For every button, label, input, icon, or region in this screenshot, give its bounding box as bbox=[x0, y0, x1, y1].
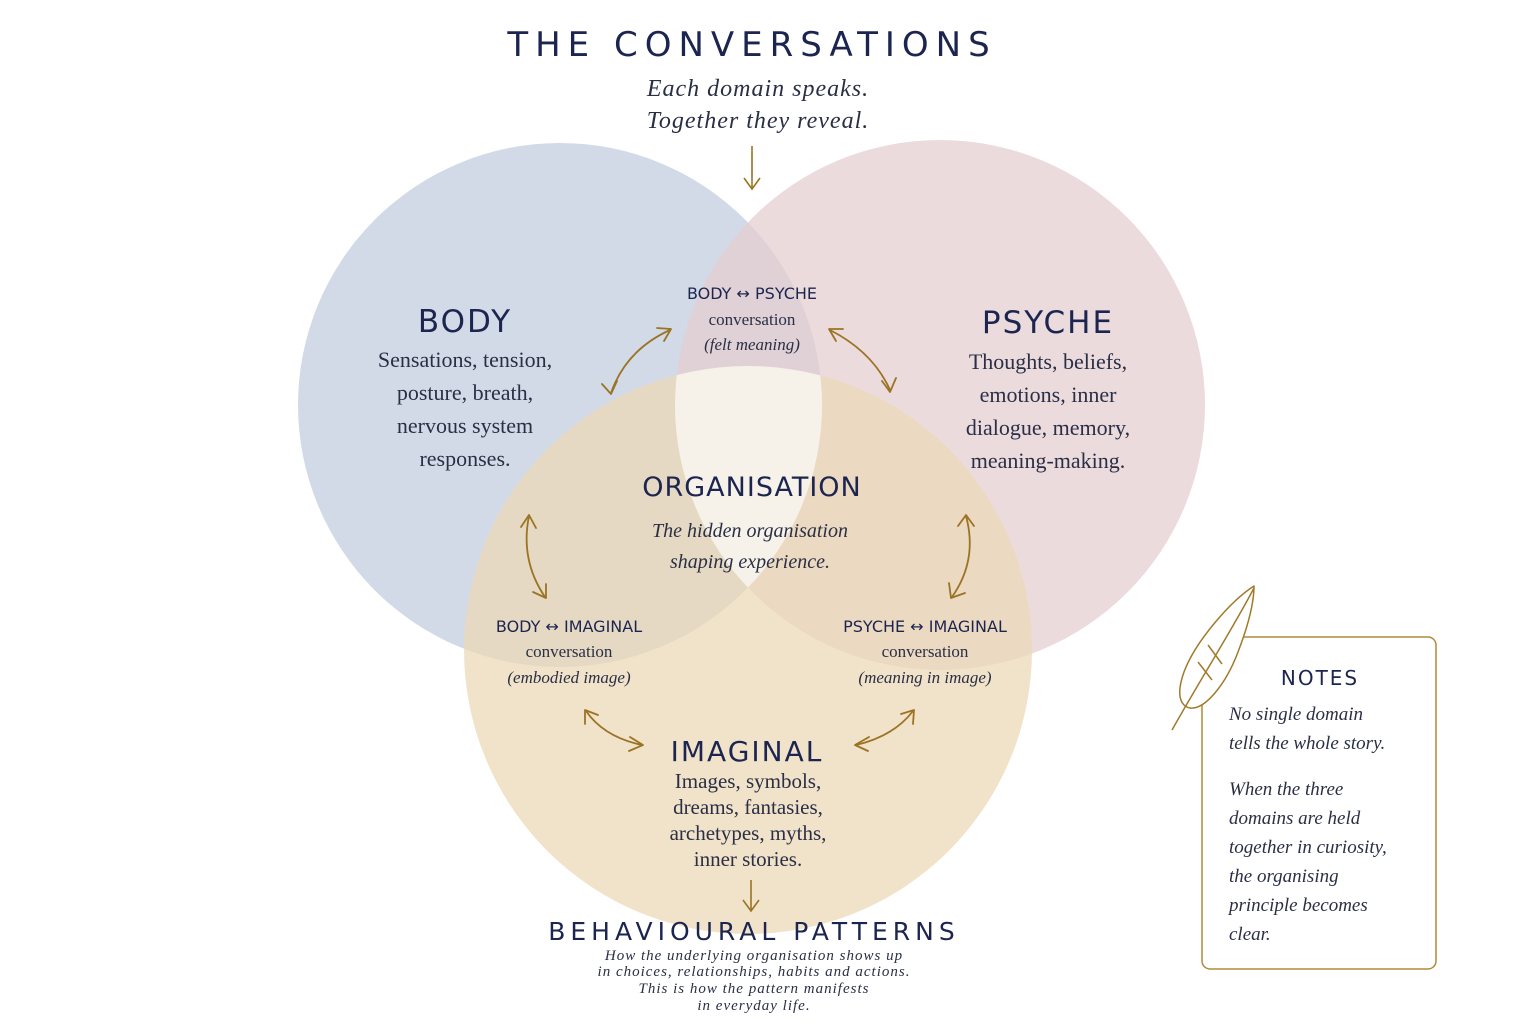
notes-p1-line-1: No single domain bbox=[1228, 704, 1363, 725]
body-line-4: responses. bbox=[419, 446, 510, 471]
psyche-line-4: meaning-making. bbox=[971, 448, 1126, 473]
behavioural-line-3: This is how the pattern manifests bbox=[639, 981, 870, 997]
body-imaginal-note: (embodied image) bbox=[507, 668, 631, 687]
behavioural-line-4: in everyday life. bbox=[697, 998, 810, 1014]
arrow-body-imaginal-lower-icon bbox=[584, 709, 644, 752]
notes-p2-line-3: together in curiosity, bbox=[1229, 837, 1387, 858]
subtitle-line-1: Each domain speaks. bbox=[646, 76, 869, 102]
psyche-imaginal-note: (meaning in image) bbox=[858, 668, 991, 687]
center-line-1: The hidden organisation bbox=[652, 520, 848, 542]
behavioural-line-2: in choices, relationships, habits and ac… bbox=[598, 964, 911, 980]
body-line-2: posture, breath, bbox=[397, 380, 533, 405]
center-title: ORGANISATION bbox=[642, 472, 861, 503]
behavioural-title: BEHAVIOURAL PATTERNS bbox=[548, 917, 960, 946]
psyche-line-1: Thoughts, beliefs, bbox=[969, 349, 1127, 374]
arrow-body-psyche-left-icon bbox=[601, 327, 672, 395]
subtitle-line-2: Together they reveal. bbox=[647, 108, 870, 134]
notes-p1-line-2: tells the whole story. bbox=[1229, 733, 1385, 754]
psyche-imaginal-label: conversation bbox=[882, 642, 969, 661]
notes-p2-line-6: clear. bbox=[1229, 924, 1271, 945]
body-title: BODY bbox=[418, 304, 512, 340]
arrow-down-icon bbox=[743, 146, 761, 191]
notes-p2-line-5: principle becomes bbox=[1227, 895, 1368, 916]
body-line-1: Sensations, tension, bbox=[378, 347, 552, 372]
psyche-line-3: dialogue, memory, bbox=[966, 415, 1130, 440]
arrow-psyche-imaginal-icon bbox=[948, 514, 975, 599]
body-imaginal-label: conversation bbox=[526, 642, 613, 661]
imaginal-line-1: Images, symbols, bbox=[675, 769, 821, 793]
notes-p2-line-2: domains are held bbox=[1229, 808, 1361, 829]
body-psyche-label: conversation bbox=[709, 310, 796, 329]
notes-p2-line-4: the organising bbox=[1229, 866, 1339, 887]
arrow-body-imaginal-icon bbox=[520, 514, 547, 599]
body-imaginal-title: BODY ↔ IMAGINAL bbox=[496, 617, 642, 636]
imaginal-line-3: archetypes, myths, bbox=[670, 821, 827, 845]
body-line-3: nervous system bbox=[397, 413, 533, 438]
imaginal-circle bbox=[464, 366, 1032, 934]
notes-panel: NOTES No single domain tells the whole s… bbox=[1171, 585, 1437, 970]
notes-title: NOTES bbox=[1281, 666, 1359, 690]
imaginal-line-4: inner stories. bbox=[694, 847, 802, 871]
notes-p2-line-1: When the three bbox=[1229, 779, 1343, 800]
behavioural-line-1: How the underlying organisation shows up bbox=[604, 948, 903, 964]
psyche-title: PSYCHE bbox=[982, 305, 1114, 341]
feather-icon bbox=[1171, 585, 1255, 731]
page-title: THE CONVERSATIONS bbox=[506, 25, 996, 65]
psyche-line-2: emotions, inner bbox=[980, 382, 1118, 407]
psyche-imaginal-title: PSYCHE ↔ IMAGINAL bbox=[843, 617, 1007, 636]
body-psyche-title: BODY ↔ PSYCHE bbox=[687, 284, 817, 303]
imaginal-line-2: dreams, fantasies, bbox=[673, 795, 823, 819]
center-line-2: shaping experience. bbox=[670, 551, 830, 573]
imaginal-title: IMAGINAL bbox=[671, 735, 824, 768]
arrow-body-psyche-right-icon bbox=[828, 328, 897, 393]
arrow-psyche-imaginal-lower-icon bbox=[854, 709, 915, 752]
body-psyche-note: (felt meaning) bbox=[704, 335, 800, 354]
arrow-down-bottom-icon bbox=[742, 880, 760, 913]
